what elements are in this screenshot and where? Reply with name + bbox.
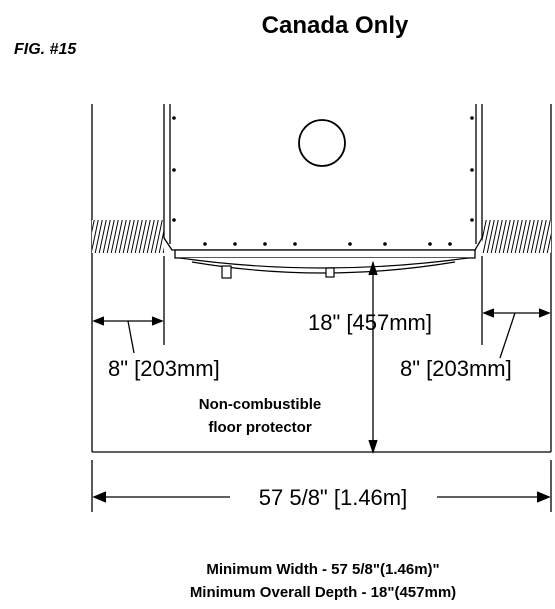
right-clearance-dimension-line [481, 256, 551, 359]
depth-dimension-label: 18" [457mm] [308, 310, 432, 335]
minimum-depth-caption: Minimum Overall Depth - 18"(457mm) [190, 584, 456, 601]
overall-width-label: 57 5/8" [1.46m] [259, 485, 407, 510]
figure-label: FIG. #15 [14, 41, 77, 58]
left-wall-hatch [92, 220, 164, 253]
right-wall-hatch [482, 220, 551, 253]
overall-width-dimension-line [91, 460, 552, 512]
stove-body [163, 104, 483, 259]
page-title: Canada Only [262, 12, 409, 39]
minimum-width-caption: Minimum Width - 57 5/8"(1.46m)" [206, 561, 439, 578]
protector-label-line2: floor protector [208, 419, 311, 436]
left-clearance-label: 8" [203mm] [108, 356, 220, 381]
stove-screws [172, 116, 474, 246]
floor-protector-outline [91, 104, 552, 453]
right-clearance-label: 8" [203mm] [400, 356, 512, 381]
protector-label-line1: Non-combustible [199, 396, 322, 413]
left-clearance-dimension-line [92, 256, 165, 354]
flue-pipe [298, 119, 346, 167]
depth-dimension-line [368, 260, 378, 455]
stove-door [179, 257, 469, 279]
